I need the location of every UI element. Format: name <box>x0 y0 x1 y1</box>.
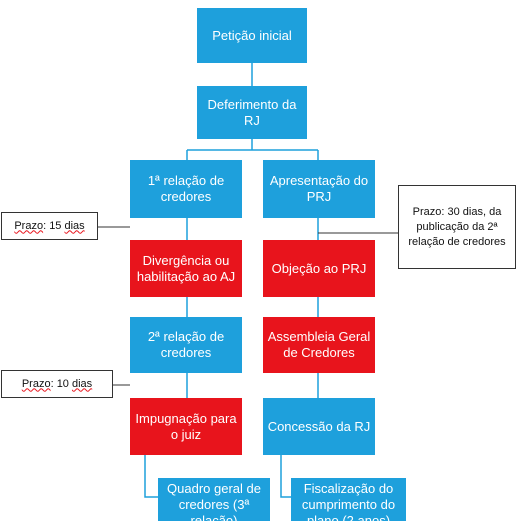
note-prazo-value: : 10 <box>50 377 72 390</box>
note-prazo-10-dias: Prazo: 10 dias <box>1 370 113 398</box>
node-deferimento-rj: Deferimento da RJ <box>197 86 307 139</box>
note-prazo-30-dias: Prazo: 30 dias, da publicação da 2ª rela… <box>398 185 516 269</box>
note-prazo-value: : 15 <box>43 219 65 232</box>
node-segunda-relacao-credores: 2ª relação de credores <box>130 317 242 373</box>
note-prazo-unit: dias <box>71 377 93 390</box>
note-prazo-word: Prazo <box>21 377 51 390</box>
node-concessao-rj: Concessão da RJ <box>263 398 375 455</box>
node-primeira-relacao-credores: 1ª relação de credores <box>130 160 242 218</box>
node-quadro-geral-credores: Quadro geral de credores (3ª relação) <box>158 478 270 521</box>
note-prazo-word: Prazo <box>14 219 44 232</box>
node-impugnacao-juiz: Impugnação para o juiz <box>130 398 242 455</box>
note-prazo-unit: dias <box>64 219 85 232</box>
node-apresentacao-prj: Apresentação do PRJ <box>263 160 375 218</box>
node-objecao-prj: Objeção ao PRJ <box>263 240 375 297</box>
node-divergencia-habilitacao: Divergência ou habilitação ao AJ <box>130 240 242 297</box>
node-assembleia-geral: Assembleia Geral de Credores <box>263 317 375 373</box>
node-fiscalizacao-plano: Fiscalização do cumprimento do plano (2 … <box>291 478 406 521</box>
note-prazo-15-dias: Prazo: 15 dias <box>1 212 98 240</box>
node-peticao-inicial: Petição inicial <box>197 8 307 63</box>
